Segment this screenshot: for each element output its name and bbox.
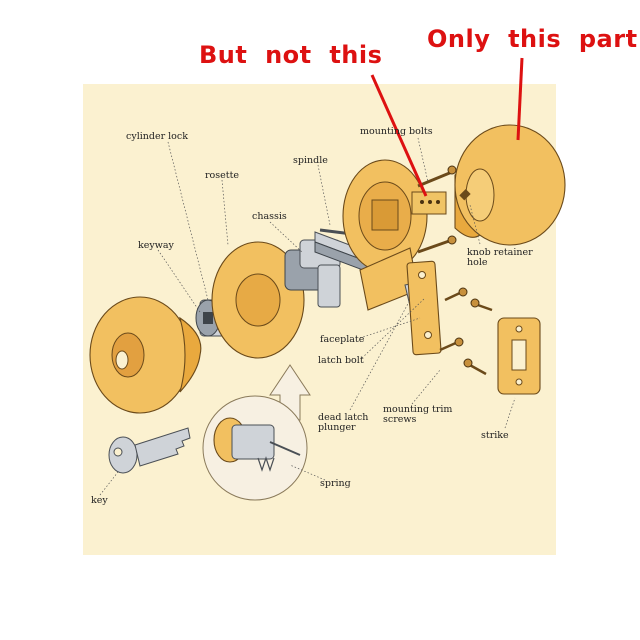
label-faceplate: faceplate: [320, 334, 365, 345]
screws: [439, 287, 493, 376]
annotation-only-this-part: Only this part: [427, 25, 638, 53]
label-latch-bolt: latch bolt: [318, 355, 364, 366]
latch-bolt: [359, 247, 442, 356]
dead-latch-inset: [202, 395, 308, 501]
label-dead-latch-line1: dead latch: [318, 412, 368, 423]
label-trim-screws-line1: mounting trim: [383, 404, 452, 415]
label-knob-retainer-hole: knob retainer hole: [467, 247, 536, 268]
label-strike: strike: [481, 430, 509, 441]
label-cylinder-lock: cylinder lock: [126, 131, 188, 142]
label-spindle: spindle: [293, 155, 328, 166]
label-dead-latch-plunger: dead latch plunger: [318, 412, 371, 433]
annotation-but-not-this: But not this: [199, 41, 382, 69]
label-spring: spring: [320, 478, 351, 489]
label-dead-latch-line2: plunger: [318, 422, 356, 433]
label-mounting-trim-screws: mounting trim screws: [383, 404, 455, 425]
label-keyway: keyway: [138, 240, 175, 251]
label-trim-screws-line2: screws: [383, 414, 416, 425]
outer-knob: [89, 296, 202, 414]
mounting-bolts: [417, 165, 457, 254]
strike-plate: [497, 317, 541, 395]
label-chassis: chassis: [252, 211, 287, 222]
key: [108, 427, 191, 474]
label-knob-retainer-line2: hole: [467, 257, 488, 268]
leader-lines: [99, 137, 516, 496]
label-knob-retainer-line1: knob retainer: [467, 247, 533, 258]
annotation-arrows: [370, 57, 524, 197]
inner-rosette: [342, 159, 447, 273]
label-rosette: rosette: [205, 170, 239, 181]
label-mounting-bolts: mounting bolts: [360, 126, 433, 137]
inner-knob: [454, 124, 566, 246]
label-key: key: [91, 495, 108, 506]
